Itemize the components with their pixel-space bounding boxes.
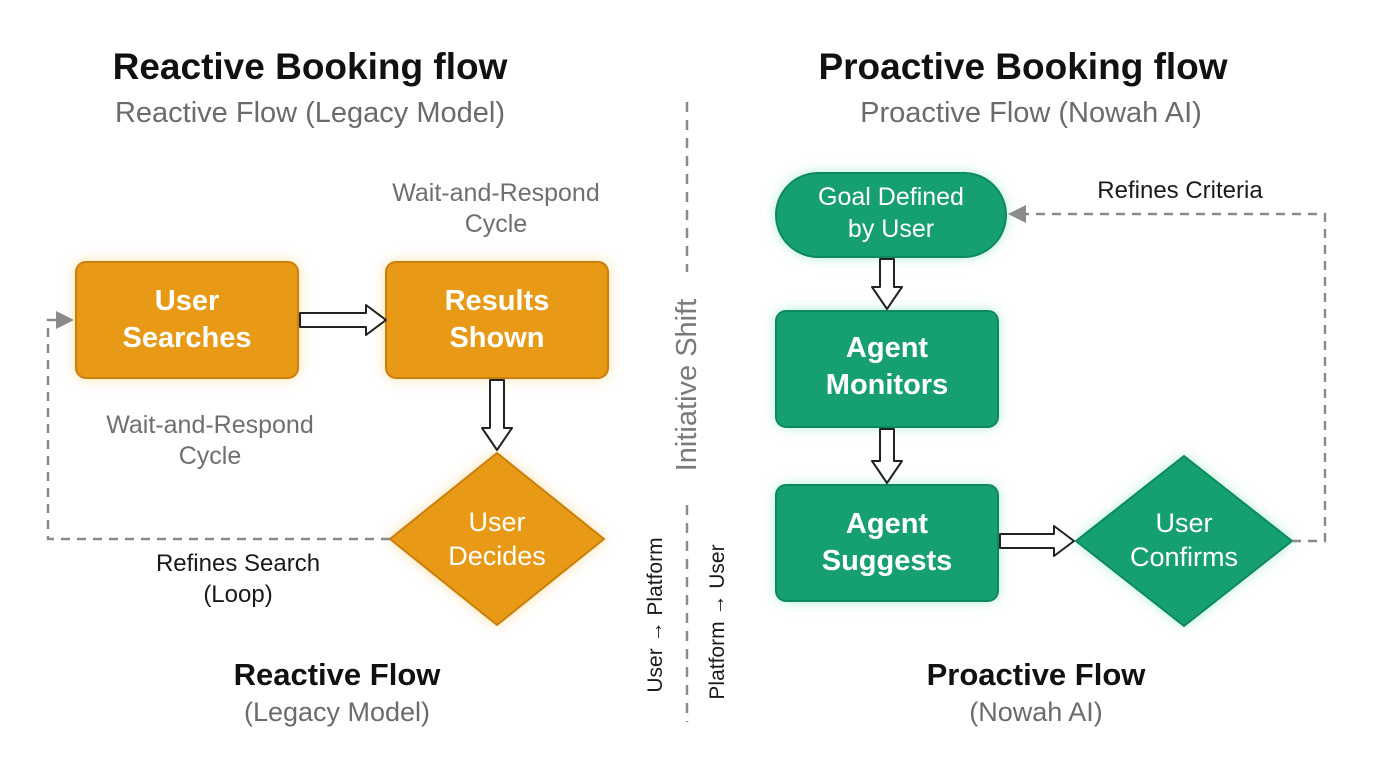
refines-search-line1: Refines Search [155, 550, 321, 577]
direction-user-to-platform: User → Platform [644, 537, 667, 693]
loop-refines-search [46, 311, 390, 541]
label-goal-defined: Goal Defined by User [776, 181, 1006, 245]
user-decides-line1: User [468, 507, 526, 537]
node-agent-suggests [775, 484, 999, 602]
right-footer-title: Proactive Flow [926, 657, 1146, 692]
left-cycle-note-left: Wait-and-Respond Cycle [50, 410, 370, 472]
cycle-note-top-line1: Wait-and-Respond [392, 179, 600, 207]
node-user-confirms [1074, 454, 1294, 628]
user-decides-line2: Decides [448, 541, 546, 571]
cycle-note-top-line2: Cycle [464, 210, 528, 238]
label-agent-monitors: Agent Monitors [776, 330, 998, 404]
arrow-results-to-decides [481, 379, 513, 451]
arrow-goal-to-monitors [871, 258, 903, 310]
results-shown-line1: Results [444, 285, 550, 317]
right-footer-subtitle: (Nowah AI) [969, 697, 1103, 727]
user-confirms-line2: Confirms [1129, 542, 1238, 572]
node-goal-defined [775, 172, 1007, 258]
node-agent-monitors [775, 310, 999, 428]
agent-monitors-line1: Agent [845, 332, 929, 364]
label-user-confirms: User Confirms [1084, 506, 1284, 574]
goal-defined-line1: Goal Defined [818, 183, 964, 211]
direction-platform-to-user: Platform → User [706, 544, 729, 700]
agent-suggests-line2: Suggests [821, 545, 953, 577]
node-user-decides [388, 451, 606, 627]
right-title: Proactive Booking flow [818, 46, 1228, 87]
left-footer-subtitle: (Legacy Model) [243, 697, 431, 727]
left-subtitle: Reactive Flow (Legacy Model) [114, 97, 506, 129]
arrow-searches-to-results [299, 304, 387, 336]
label-results-shown: Results Shown [386, 283, 608, 357]
cycle-note-left-line2: Cycle [178, 442, 242, 470]
arrow-suggests-to-confirms [999, 525, 1075, 557]
label-user-searches: User Searches [76, 283, 298, 357]
loop-label-refines-criteria: Refines Criteria [1097, 177, 1263, 204]
right-subtitle: Proactive Flow (Nowah AI) [860, 97, 1202, 129]
initiative-shift-label: Initiative Shift [671, 298, 703, 472]
user-searches-line1: User [154, 285, 220, 317]
loop-label-refines-search: Refines Search (Loop) [98, 548, 378, 610]
left-title: Reactive Booking flow [112, 46, 508, 87]
results-shown-line2: Shown [449, 322, 545, 354]
user-searches-line2: Searches [122, 322, 252, 354]
cycle-note-left-line1: Wait-and-Respond [106, 411, 314, 439]
left-footer-title: Reactive Flow [233, 657, 441, 692]
goal-defined-line2: by User [847, 215, 935, 243]
label-user-decides: User Decides [397, 505, 597, 573]
label-agent-suggests: Agent Suggests [776, 506, 998, 580]
arrow-monitors-to-suggests [871, 428, 903, 484]
user-confirms-line1: User [1155, 508, 1213, 538]
agent-monitors-line2: Monitors [825, 369, 949, 401]
agent-suggests-line1: Agent [845, 508, 929, 540]
refines-search-line2: (Loop) [203, 581, 273, 608]
left-cycle-note-top: Wait-and-Respond Cycle [336, 178, 656, 240]
node-user-searches [75, 261, 299, 379]
loop-refines-criteria [1008, 205, 1327, 543]
